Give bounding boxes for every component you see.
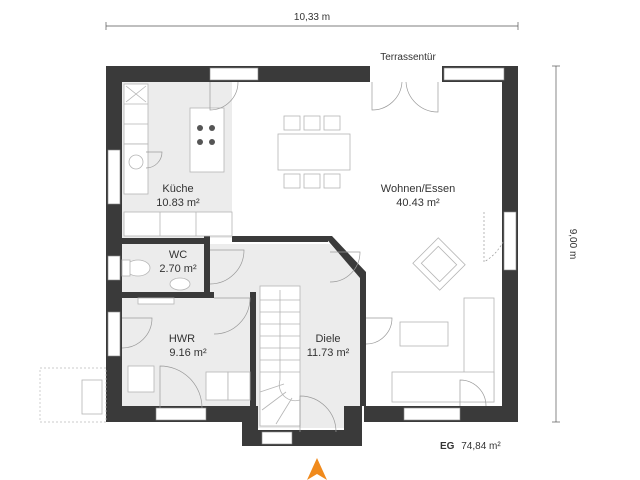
staircase xyxy=(259,285,301,427)
floor-total-area: 74,84 m² xyxy=(461,441,501,452)
windows xyxy=(107,67,517,445)
room-name-diele: Diele xyxy=(315,333,340,345)
hwr-fixtures xyxy=(121,297,251,409)
kitchen-units xyxy=(123,81,239,237)
room-area-diele: 11.73 m² xyxy=(307,347,350,359)
dining-table xyxy=(277,115,351,189)
room-area-wc: 2.70 m² xyxy=(159,263,197,275)
room-name-wohnen-essen: Wohnen/Essen xyxy=(381,183,455,195)
terrace-door-label: Terrassentür xyxy=(380,52,436,63)
dimension-right xyxy=(552,65,560,423)
terrace-door xyxy=(371,81,439,113)
wc-fixtures xyxy=(121,249,245,291)
exterior-outline xyxy=(39,367,107,423)
room-name-wc: WC xyxy=(169,249,187,261)
height-dimension-label: 9,00 m xyxy=(567,229,578,260)
room-name-kueche: Küche xyxy=(162,183,193,195)
room-area-wohnen-essen: 40.43 m² xyxy=(396,197,440,209)
room-area-hwr: 9.16 m² xyxy=(169,347,207,359)
terrace-door-gap xyxy=(370,66,442,82)
diele-doors xyxy=(299,251,393,433)
floor-level: EG xyxy=(440,441,455,452)
room-area-kueche: 10.83 m² xyxy=(156,197,200,209)
floor-summary: EG 74,84 m² xyxy=(440,441,501,452)
living-furniture xyxy=(391,212,505,407)
dimension-top xyxy=(105,22,519,30)
room-name-hwr: HWR xyxy=(169,333,195,345)
north-arrow-icon xyxy=(307,458,327,480)
width-dimension-label: 10,33 m xyxy=(294,12,330,23)
